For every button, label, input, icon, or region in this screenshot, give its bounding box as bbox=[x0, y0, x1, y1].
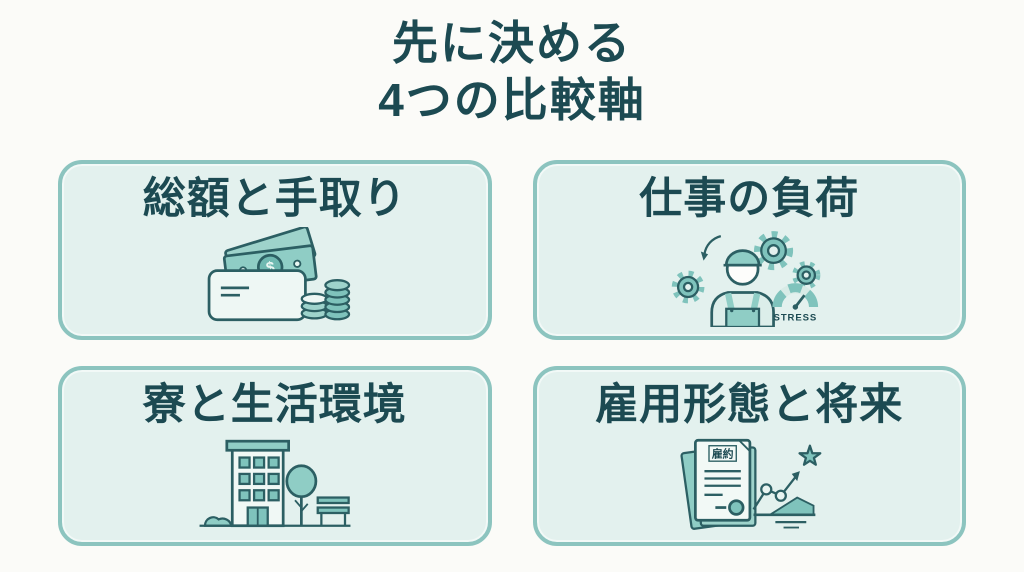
page-title: 先に決める 4つの比較軸 bbox=[0, 0, 1024, 129]
contract-growth-icon: 雇約 bbox=[660, 429, 838, 542]
title-line-1: 先に決める bbox=[392, 17, 632, 69]
card-total-and-takehome: 総額と手取り $ bbox=[58, 160, 492, 341]
card-label-total-and-takehome: 総額と手取り bbox=[142, 175, 407, 224]
bush-shape bbox=[203, 515, 233, 527]
card-employment-and-future: 雇用形態と将来 雇約 bbox=[532, 366, 966, 547]
gear-icon bbox=[671, 270, 705, 304]
card-label-employment-and-future: 雇用形態と将来 bbox=[595, 381, 904, 430]
tree-shape bbox=[285, 464, 318, 526]
worker-figure bbox=[710, 248, 776, 327]
worker-gears-stress-svg: STRESS bbox=[671, 230, 821, 327]
contract-growth-svg: 雇約 bbox=[680, 438, 822, 530]
dormitory-building-svg bbox=[199, 439, 351, 527]
card-work-load: 仕事の負荷 bbox=[532, 160, 966, 341]
building-icon bbox=[186, 429, 364, 542]
star-icon bbox=[798, 444, 822, 466]
title-line-2: 4つの比較軸 bbox=[378, 74, 646, 127]
contract-label: 雇約 bbox=[712, 446, 734, 460]
rotation-arrow-icon bbox=[701, 234, 722, 261]
building-shape bbox=[225, 439, 290, 527]
worker-gears-stress-icon: STRESS bbox=[660, 223, 838, 336]
hill-shape bbox=[767, 496, 815, 516]
money-wallet-icon: $ bbox=[192, 223, 357, 336]
card-label-dorm-and-living: 寮と生活環境 bbox=[142, 381, 407, 430]
money-wallet-coins-svg: $ bbox=[207, 226, 351, 321]
gear-icon bbox=[792, 260, 821, 289]
card-dorm-and-living: 寮と生活環境 bbox=[58, 366, 492, 547]
stress-gauge-label: STRESS bbox=[774, 312, 818, 323]
stress-gauge-icon: STRESS bbox=[772, 282, 819, 323]
contract-document-shape: 雇約 bbox=[680, 438, 757, 530]
card-label-work-load: 仕事の負荷 bbox=[639, 175, 860, 224]
cards-grid: 総額と手取り $ bbox=[58, 160, 966, 547]
bench-shape bbox=[316, 496, 350, 526]
banknote-currency-symbol: $ bbox=[265, 259, 276, 277]
gear-icon bbox=[754, 230, 794, 270]
